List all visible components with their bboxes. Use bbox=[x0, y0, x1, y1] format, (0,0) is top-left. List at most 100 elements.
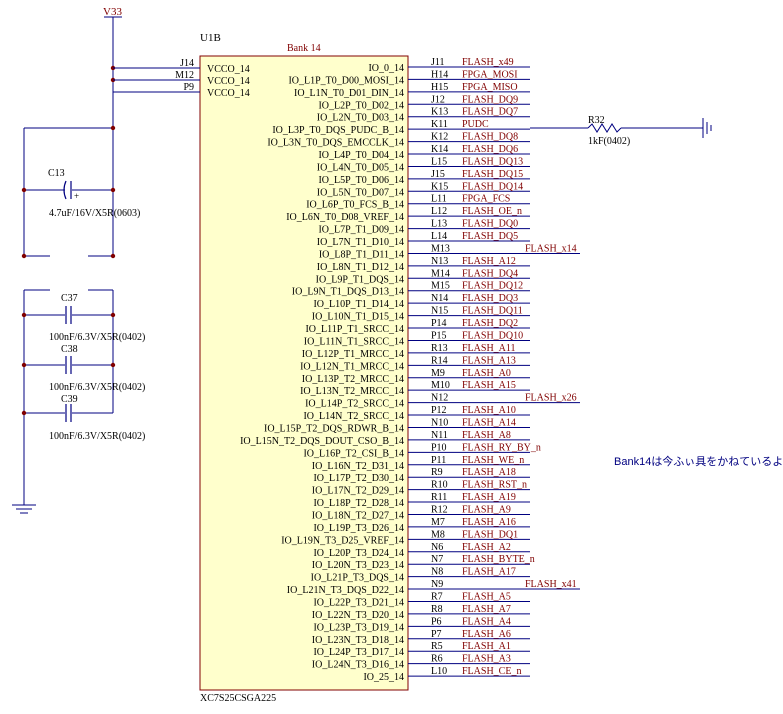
pin-number: R7 bbox=[431, 591, 443, 602]
pin-name: IO_L2N_T0_D03_14 bbox=[317, 113, 404, 124]
pin-name: IO_L16N_T2_D31_14 bbox=[312, 461, 404, 472]
net-label: FLASH_A12 bbox=[462, 256, 516, 267]
pin-number: R6 bbox=[431, 654, 443, 665]
pin-name: IO_L11P_T1_SRCC_14 bbox=[305, 324, 404, 335]
pin-name: IO_L19N_T3_D25_VREF_14 bbox=[281, 535, 404, 546]
net-label: FLASH_A11 bbox=[462, 343, 516, 354]
net-label: FLASH_x49 bbox=[462, 57, 514, 68]
pin-number: R10 bbox=[431, 480, 448, 491]
net-label: PUDC bbox=[462, 119, 489, 130]
net-label: FLASH_DQ4 bbox=[462, 268, 518, 279]
pin-name: IO_L4P_T0_D04_14 bbox=[318, 150, 404, 161]
pin-number: N14 bbox=[431, 293, 448, 304]
net-label: FPGA_MOSI bbox=[462, 69, 518, 80]
pin-number: N13 bbox=[431, 256, 448, 267]
pin-name: IO_L14N_T2_SRCC_14 bbox=[303, 411, 404, 422]
pin-name: IO_L15P_T2_DQS_RDWR_B_14 bbox=[264, 423, 404, 434]
pin-name: IO_L11N_T1_SRCC_14 bbox=[304, 336, 404, 347]
net-label: FLASH_DQ1 bbox=[462, 529, 518, 540]
pin-name: IO_25_14 bbox=[363, 672, 404, 683]
resistor-ref: R32 bbox=[588, 115, 605, 126]
vcco-pin-name: VCCO_14 bbox=[207, 76, 250, 87]
pin-name: IO_L6P_T0_FCS_B_14 bbox=[306, 200, 404, 211]
net-label: FLASH_DQ5 bbox=[462, 231, 518, 242]
cap-polarity: + bbox=[74, 191, 79, 201]
pin-name: IO_L20P_T3_D24_14 bbox=[313, 548, 404, 559]
pin-name: IO_L20N_T3_D23_14 bbox=[312, 560, 404, 571]
power-and-decoupling: V33 + C13 4.7uF/16V/X5R(0603) C37 100nF/… bbox=[12, 6, 145, 514]
pin-name: IO_L17N_T2_D29_14 bbox=[312, 486, 404, 497]
pin-number: J15 bbox=[431, 169, 445, 180]
pin-number: M14 bbox=[431, 268, 450, 279]
power-net-label: V33 bbox=[103, 6, 122, 18]
pin-number: N12 bbox=[431, 393, 448, 404]
net-label: FLASH_DQ11 bbox=[462, 306, 523, 317]
pin-name: IO_L9P_T1_DQS_14 bbox=[316, 274, 404, 285]
pudc-pullup: R32 1kF(0402) bbox=[530, 115, 712, 147]
pin-number: R8 bbox=[431, 604, 443, 615]
cap-ref: C38 bbox=[61, 344, 78, 355]
vcco-pin-name: VCCO_14 bbox=[207, 88, 250, 99]
pin-number: L12 bbox=[431, 206, 447, 217]
pin-number: H14 bbox=[431, 69, 448, 80]
pin-number: M9 bbox=[431, 368, 445, 379]
pin-number: R13 bbox=[431, 343, 448, 354]
pin-number: K11 bbox=[431, 119, 448, 130]
pin-name: IO_L2P_T0_D02_14 bbox=[318, 100, 404, 111]
pin-name: IO_L8N_T1_D12_14 bbox=[317, 262, 404, 273]
pin-name: IO_L3N_T0_DQS_EMCCLK_14 bbox=[267, 138, 404, 149]
cap-value: 4.7uF/16V/X5R(0603) bbox=[49, 208, 140, 219]
cap-value: 100nF/6.3V/X5R(0402) bbox=[49, 382, 145, 393]
junction-dots bbox=[21, 65, 116, 416]
pin-number: N8 bbox=[431, 567, 443, 578]
pin-number: K14 bbox=[431, 144, 448, 155]
net-label: FLASH_A6 bbox=[462, 629, 511, 640]
cap-ref: C39 bbox=[61, 394, 78, 405]
net-label: FLASH_CE_n bbox=[462, 666, 521, 677]
net-label: FLASH_A7 bbox=[462, 604, 511, 615]
net-label: FLASH_A19 bbox=[462, 492, 516, 503]
net-label: FLASH_x26 bbox=[525, 393, 577, 404]
net-label: FLASH_DQ15 bbox=[462, 169, 523, 180]
pin-number: R9 bbox=[431, 467, 443, 478]
pin-number: P15 bbox=[431, 330, 447, 341]
ground-icon bbox=[702, 118, 712, 138]
net-label: FLASH_DQ0 bbox=[462, 219, 518, 230]
capacitor-symbol bbox=[63, 180, 67, 200]
net-label: FLASH_x41 bbox=[525, 579, 577, 590]
cap-value: 100nF/6.3V/X5R(0402) bbox=[49, 332, 145, 343]
pin-number: K15 bbox=[431, 181, 448, 192]
pin-number: M15 bbox=[431, 281, 450, 292]
pin-name: IO_L24P_T3_D17_14 bbox=[313, 647, 404, 658]
net-label: FLASH_DQ10 bbox=[462, 330, 523, 341]
net-label: FPGA_FCS bbox=[462, 194, 510, 205]
net-label: FLASH_DQ13 bbox=[462, 156, 523, 167]
pin-name: IO_L22N_T3_D20_14 bbox=[312, 610, 404, 621]
pin-number: P14 bbox=[431, 318, 447, 329]
pin-number: L14 bbox=[431, 231, 447, 242]
pin-name: IO_L18N_T2_D27_14 bbox=[312, 510, 404, 521]
net-label: FLASH_DQ8 bbox=[462, 132, 518, 143]
net-label: FLASH_DQ9 bbox=[462, 94, 518, 105]
pin-name: IO_L17P_T2_D30_14 bbox=[313, 473, 404, 484]
net-label: FLASH_A13 bbox=[462, 355, 516, 366]
pin-number: P10 bbox=[431, 442, 447, 453]
pin-number: L15 bbox=[431, 156, 447, 167]
net-label: FLASH_A15 bbox=[462, 380, 516, 391]
pin-name: IO_L10P_T1_D14_14 bbox=[313, 299, 404, 310]
cap-ref: C13 bbox=[48, 168, 65, 179]
pin-name: IO_L9N_T1_DQS_D13_14 bbox=[292, 287, 404, 298]
net-label: FLASH_A18 bbox=[462, 467, 516, 478]
pin-number: R11 bbox=[431, 492, 447, 503]
net-label: FLASH_OE_n bbox=[462, 206, 522, 217]
pin-name: IO_L5P_T0_D06_14 bbox=[318, 175, 404, 186]
pin-number: R14 bbox=[431, 355, 448, 366]
pin-name: IO_L21N_T3_DQS_D22_14 bbox=[287, 585, 404, 596]
pin-name: IO_L6N_T0_D08_VREF_14 bbox=[286, 212, 404, 223]
vcco-pin-number: J14 bbox=[180, 58, 194, 69]
net-label: FLASH_DQ12 bbox=[462, 281, 523, 292]
cap-ref: C37 bbox=[61, 293, 78, 304]
pin-name: IO_L18P_T2_D28_14 bbox=[313, 498, 404, 509]
net-label: FLASH_A2 bbox=[462, 542, 511, 553]
